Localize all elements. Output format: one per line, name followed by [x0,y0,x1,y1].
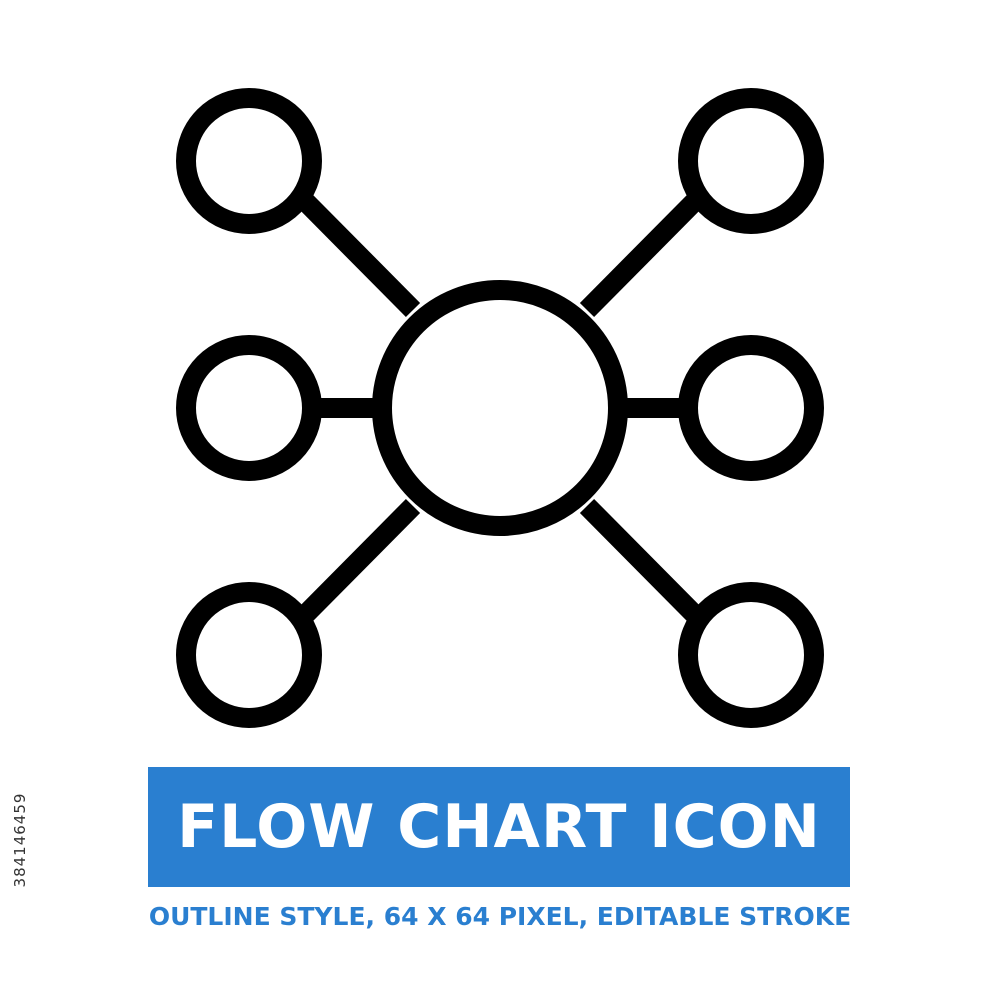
node-top-left [176,88,322,234]
node-bottom-right [678,582,824,728]
node-top-right [678,88,824,234]
title: FLOW CHART ICON [177,792,821,862]
connector-top-left [295,191,421,318]
node-bottom-left [176,582,322,728]
connector-bottom-right [579,498,705,625]
subtitle: OUTLINE STYLE, 64 X 64 PIXEL, EDITABLE S… [148,902,852,931]
center-node [372,280,628,536]
title-banner: FLOW CHART ICON [148,767,850,887]
node-middle-left [176,335,322,481]
connector-bottom-left [295,498,421,625]
node-middle-right [678,335,824,481]
connector-top-right [579,191,705,318]
side-id: 384146459 [11,792,29,888]
